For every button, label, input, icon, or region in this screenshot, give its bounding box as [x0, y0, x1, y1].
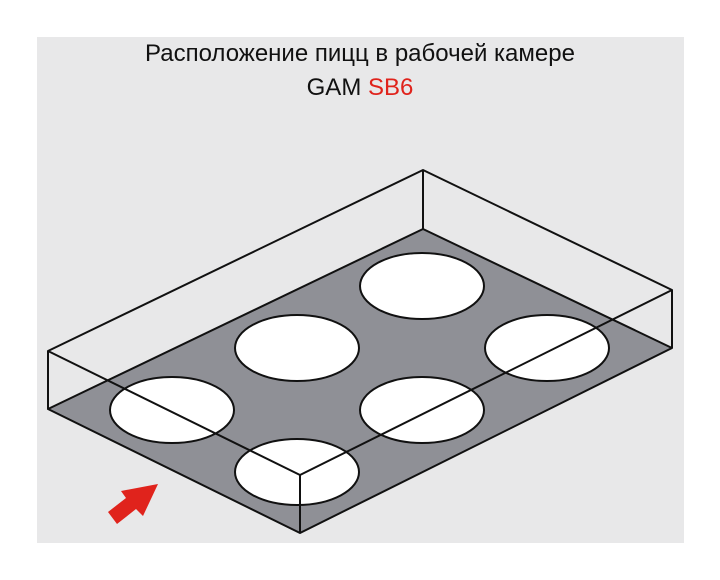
pizza-front-left [234, 438, 360, 506]
diagram-subtitle: GAM SB6 [0, 74, 720, 102]
pizza-back-middle [234, 314, 360, 382]
model-label: SB6 [367, 74, 414, 101]
pizza-front-middle [359, 376, 485, 444]
chamber-wireframe [47, 169, 673, 533]
diagram-title: Расположение пицц в рабочей камере [145, 40, 575, 67]
pizza-back-right [359, 252, 485, 320]
front-arrow-icon [108, 484, 158, 524]
pizza-front-right [484, 314, 610, 382]
brand-label: GAM [306, 74, 362, 101]
